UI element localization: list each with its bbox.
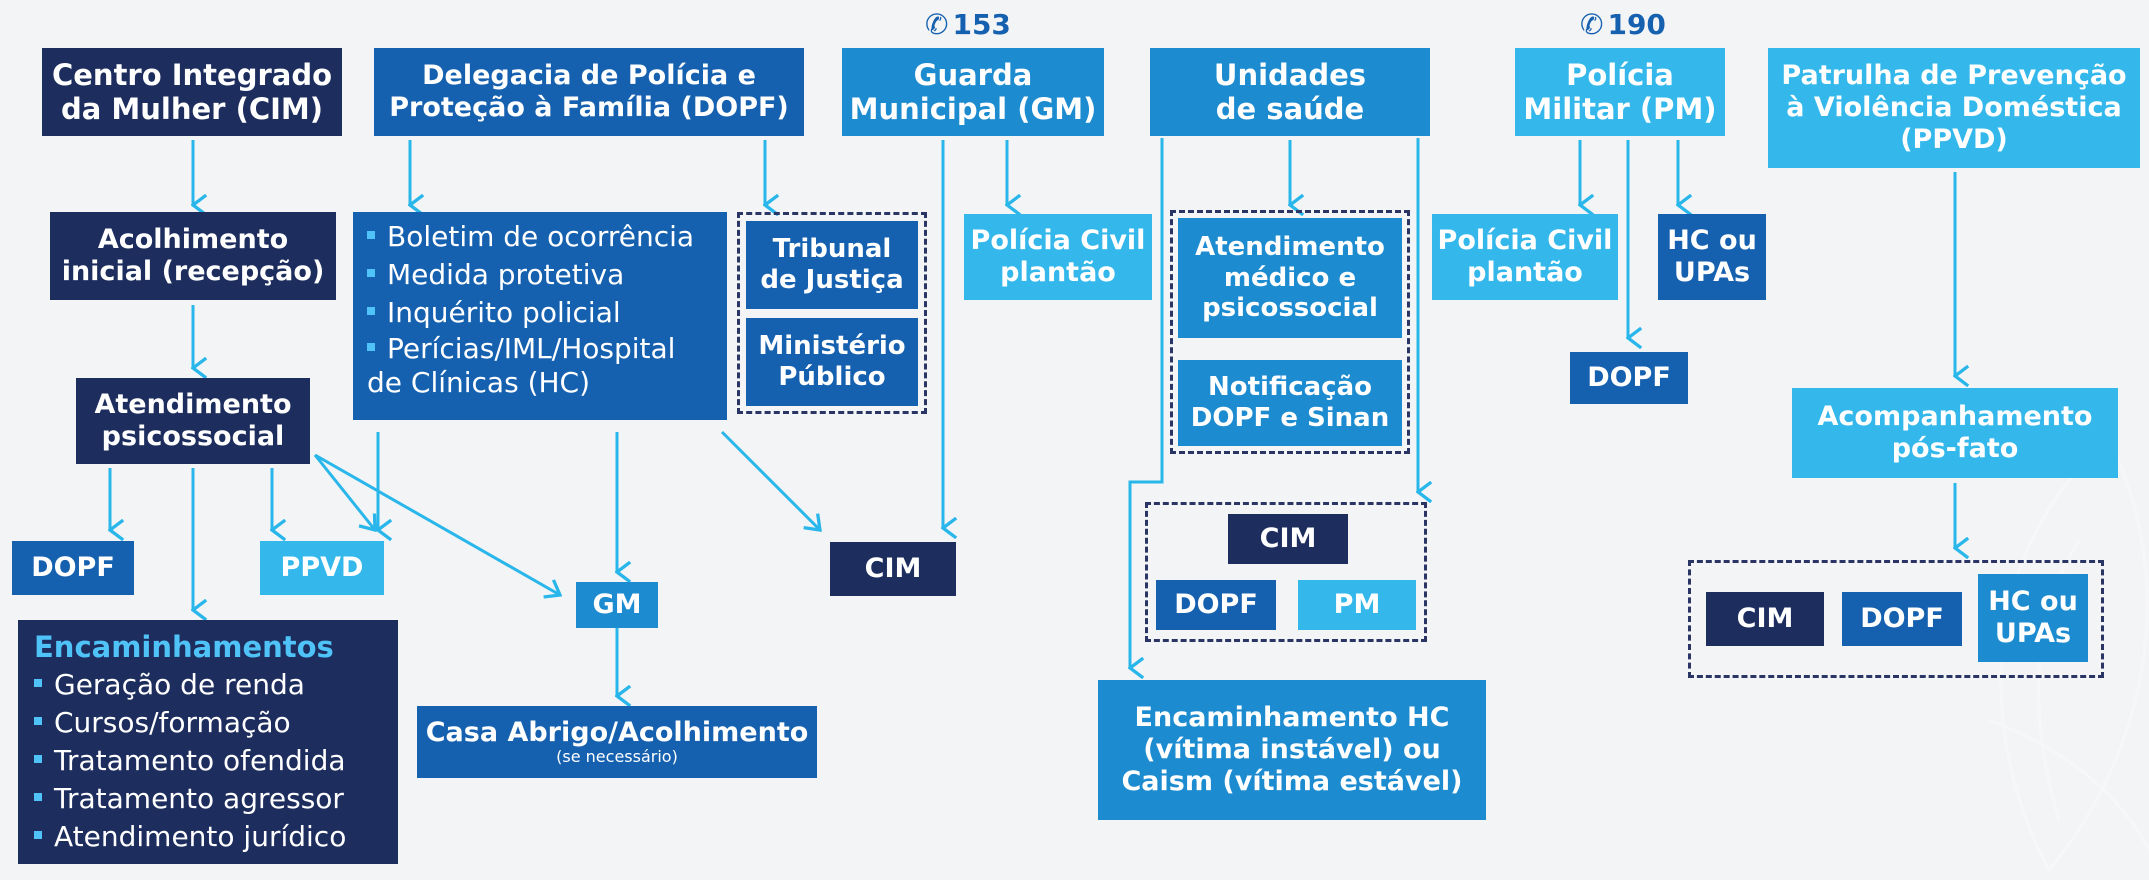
gm-policia-civil-box: Polícia Civil plantão xyxy=(964,214,1152,300)
casa-abrigo-label: Casa Abrigo/Acolhimento xyxy=(425,716,809,748)
encaminhamento-item: Atendimento jurídico xyxy=(34,818,398,856)
cim-to-dopf-box: DOPF xyxy=(12,541,134,595)
pm-policia-civil-box: Polícia Civil plantão xyxy=(1432,214,1618,300)
acompanhamento-pos-fato-box: Acompanhamento pós-fato xyxy=(1792,388,2118,478)
ppvd-cim-box: CIM xyxy=(1706,592,1824,646)
saude-dopf-box: DOPF xyxy=(1156,580,1276,630)
encaminhamento-item: Tratamento ofendida xyxy=(34,742,398,780)
justice-group-frame xyxy=(737,212,927,414)
saude-destinations-frame xyxy=(1145,502,1427,642)
dopf-procedure-item: Perícias/IML/Hospital de Clínicas (HC) xyxy=(367,332,727,400)
acolhimento-inicial-box: Acolhimento inicial (recepção) xyxy=(50,212,336,300)
encaminhamento-item: Tratamento agressor xyxy=(34,780,398,818)
pm-header: Polícia Militar (PM) xyxy=(1515,48,1725,136)
dopf-procedure-item: Inquérito policial xyxy=(367,294,727,332)
pm-dopf-box: DOPF xyxy=(1570,352,1688,404)
tribunal-justica-box: Tribunal de Justiça xyxy=(746,221,918,309)
phone-icon: ✆ xyxy=(1580,8,1604,41)
gm-destination-box: GM xyxy=(576,582,658,628)
phone-153: ✆153 xyxy=(925,8,1011,41)
atendimento-psicossocial-box: Atendimento psicossocial xyxy=(76,378,310,464)
ppvd-header: Patrulha de Prevenção à Violência Domést… xyxy=(1768,48,2140,168)
encaminhamentos-title: Encaminhamentos xyxy=(34,630,334,664)
dopf-header: Delegacia de Polícia e Proteção à Famíli… xyxy=(374,48,804,136)
saude-header: Unidades de saúde xyxy=(1150,48,1430,136)
dopf-procedure-item: Medida protetiva xyxy=(367,256,727,294)
saude-pm-box: PM xyxy=(1298,580,1416,630)
ministerio-publico-box: Ministério Público xyxy=(746,318,918,406)
encaminhamento-item: Geração de renda xyxy=(34,666,398,704)
casa-abrigo-note: (se necessário) xyxy=(556,747,678,767)
ppvd-dopf-box: DOPF xyxy=(1842,592,1962,646)
encaminhamento-item: Cursos/formação xyxy=(34,704,398,742)
cim-header: Centro Integrado da Mulher (CIM) xyxy=(42,48,342,136)
cim-to-ppvd-box: PPVD xyxy=(260,541,384,595)
ppvd-destinations-frame xyxy=(1688,560,2104,678)
saude-cim-box: CIM xyxy=(1228,514,1348,564)
dopf-procedure-item: Boletim de ocorrência xyxy=(367,218,727,256)
dopf-procedures-box: Boletim de ocorrência Medida protetiva I… xyxy=(353,212,727,420)
notificacao-box: Notificação DOPF e Sinan xyxy=(1178,360,1402,446)
phone-190: ✆190 xyxy=(1580,8,1666,41)
encaminhamentos-box: Encaminhamentos Geração de renda Cursos/… xyxy=(18,620,398,864)
casa-abrigo-box: Casa Abrigo/Acolhimento (se necessário) xyxy=(417,706,817,778)
saude-group-frame xyxy=(1170,210,1410,454)
phone-icon: ✆ xyxy=(925,8,949,41)
atendimento-medico-box: Atendimento médico e psicossocial xyxy=(1178,218,1402,338)
cim-destination-box: CIM xyxy=(830,542,956,596)
ppvd-hc-upas-box: HC ou UPAs xyxy=(1978,574,2088,662)
gm-header: Guarda Municipal (GM) xyxy=(842,48,1104,136)
encaminhamento-hc-caism-box: Encaminhamento HC (vítima instável) ou C… xyxy=(1098,680,1486,820)
pm-hc-upas-box: HC ou UPAs xyxy=(1658,214,1766,300)
